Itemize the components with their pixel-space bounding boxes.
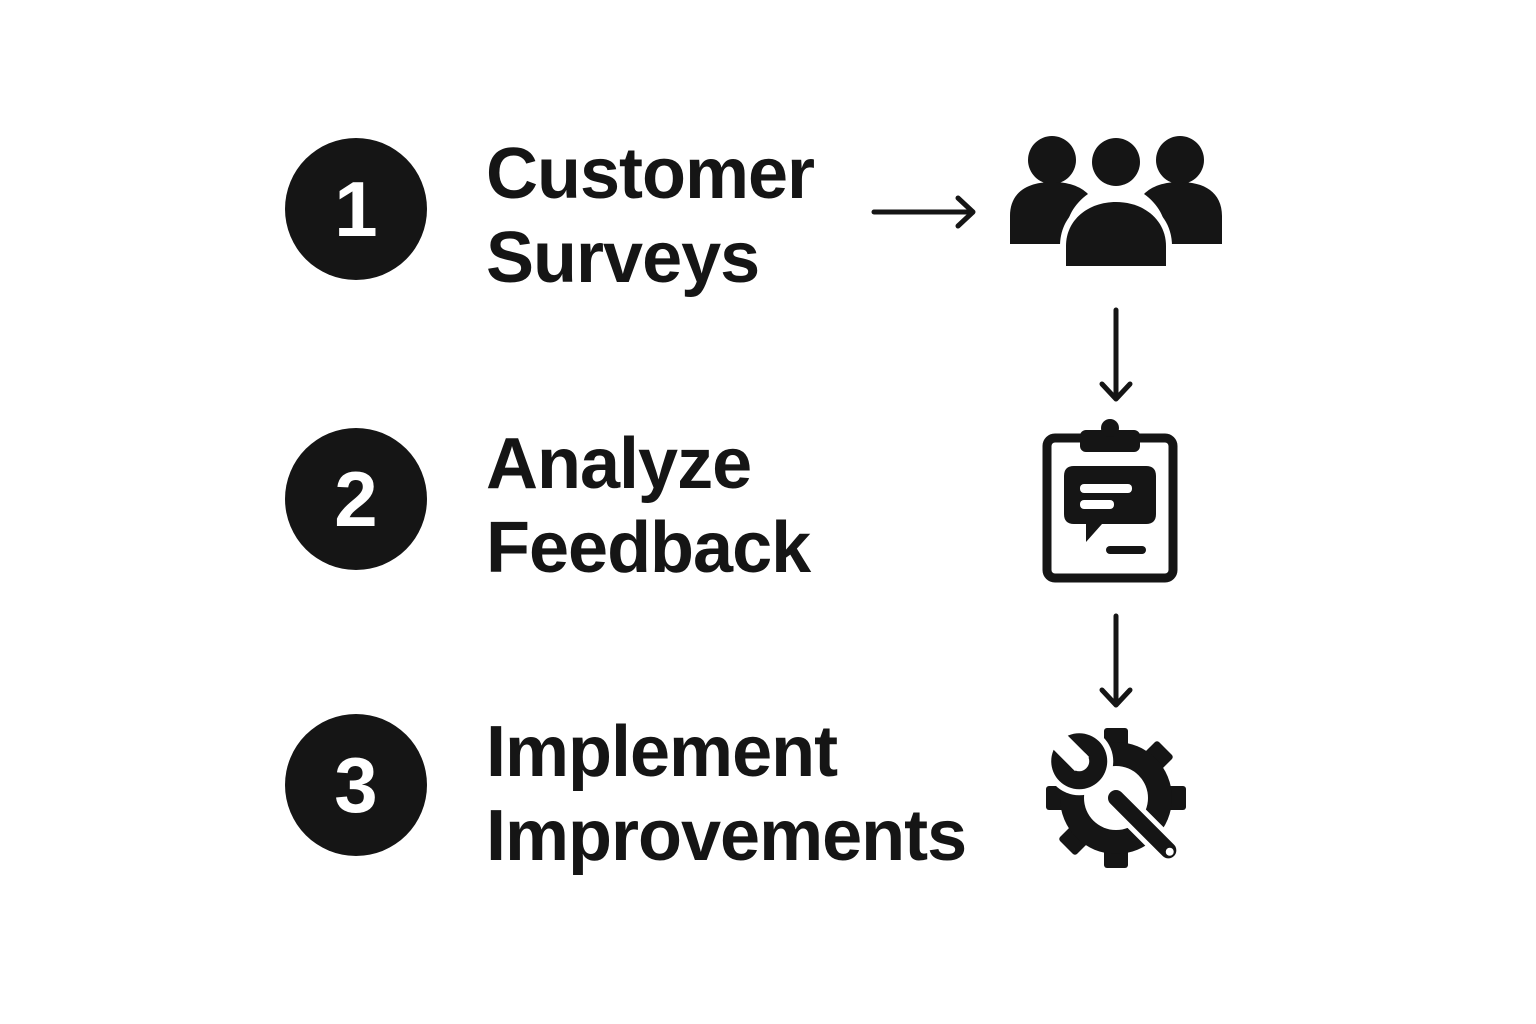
step-2-number-badge: 2 xyxy=(285,428,427,570)
step-2-label: Analyze Feedback xyxy=(486,422,811,590)
step-3-label-line-1: Implement xyxy=(486,712,838,792)
step-1-label: Customer Surveys xyxy=(486,132,815,300)
step-1-number: 1 xyxy=(334,165,378,253)
clipboard-chat-icon xyxy=(1042,419,1178,583)
step-3-number: 3 xyxy=(334,741,378,829)
step-1-number-badge: 1 xyxy=(285,138,427,280)
step-2-label-line-1: Analyze xyxy=(486,424,752,504)
gear-wrench-icon xyxy=(1045,727,1186,868)
step-3-number-badge: 3 xyxy=(285,714,427,856)
arrow-down-icon xyxy=(1099,613,1133,708)
arrow-right-icon xyxy=(871,195,976,229)
step-2-number: 2 xyxy=(334,455,378,543)
customers-group-icon xyxy=(1010,132,1222,268)
step-1-label-line-1: Customer xyxy=(486,134,815,214)
step-2-label-line-2: Feedback xyxy=(486,508,811,588)
step-3-label: Implement Improvements xyxy=(486,710,967,878)
step-1-label-line-2: Surveys xyxy=(486,218,760,298)
step-3-label-line-2: Improvements xyxy=(486,796,967,876)
arrow-down-icon xyxy=(1099,307,1133,402)
